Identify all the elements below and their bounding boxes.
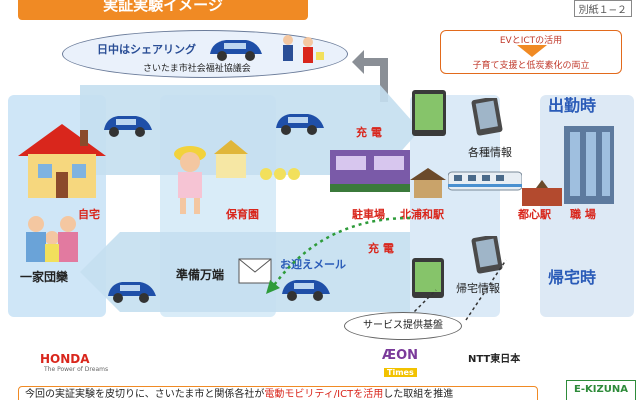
e-kizuna-logo: E-KIZUNA: [566, 380, 636, 400]
house-icon: [18, 124, 106, 198]
phone-screen-icon: [412, 90, 446, 136]
ev-ict-box: EVとICTの活用 子育て支援と低炭素化の両立: [440, 30, 622, 74]
page-title: 実証実験イメージ: [18, 0, 308, 20]
sharing-cloud: 日中はシェアリング さいたま市社会福祉協議会: [62, 30, 348, 78]
sharing-title: 日中はシェアリング: [97, 43, 196, 56]
child-icon: [174, 146, 206, 214]
return-arrow-icon: [352, 50, 388, 102]
ev-car-icon: [276, 114, 324, 135]
nursery-label: 保育園: [226, 208, 259, 221]
footer-highlight: 電動モビリティ/ICTを活用: [264, 389, 384, 400]
family-icon: [26, 216, 78, 262]
ev-car-icon: [282, 280, 330, 301]
tokyo-station-icon: [522, 180, 562, 206]
pickup-mail-label: お迎えメール: [280, 258, 346, 271]
station-building-icon: [410, 168, 446, 198]
tablet-icon: [471, 98, 503, 136]
urawa-station-label: 北浦和駅: [400, 208, 444, 221]
train-icon: [448, 171, 522, 191]
parking-label: 駐車場: [352, 208, 385, 221]
honda-tagline: The Power of Dreams: [44, 366, 109, 373]
service-platform-cloud: サービス提供基盤: [344, 312, 462, 340]
down-arrow-icon: [517, 45, 547, 57]
data-flow-arrow: [266, 216, 411, 294]
ev-car-icon: [108, 282, 156, 303]
charge-label-top: 充 電: [356, 126, 382, 139]
aeon-store-icon: [330, 150, 410, 192]
mail-envelope-icon: [238, 258, 272, 284]
nursery-building-icon: [214, 140, 300, 180]
commute-label: 出勤時: [548, 96, 597, 115]
phone-screen-icon: [412, 258, 444, 298]
home-label: 自宅: [78, 208, 100, 221]
ev-car-icon: [104, 116, 152, 137]
annex-label: 別紙１−２: [573, 0, 632, 17]
ev-ict-goal: 子育て支援と低炭素化の両立: [472, 61, 590, 71]
return-label: 帰宅時: [548, 268, 597, 287]
times-logo: Times: [384, 368, 417, 377]
aeon-logo: ÆON: [382, 348, 419, 363]
ev-ict-title: EVとICTの活用: [499, 36, 563, 46]
family-label: 一家団欒: [20, 270, 69, 284]
tablet-icon: [471, 236, 503, 274]
info-label: 各種情報: [468, 146, 512, 159]
footer-text-b: した取組を推進: [383, 389, 454, 400]
charge-label-bottom: 充 電: [368, 242, 394, 255]
shared-car-icon: [210, 40, 262, 61]
city-station-label: 都心駅: [518, 208, 551, 221]
office-building-icon: [564, 126, 614, 204]
sharing-org: さいたま市社会福祉協議会: [143, 64, 251, 74]
ntt-logo: NTT東日本: [468, 354, 521, 365]
elderly-people-icon: [283, 35, 324, 63]
honda-logo: HONDA: [40, 352, 90, 366]
footer-text-a: 今回の実証実験を皮切りに、さいたま市と関係各社が: [25, 389, 265, 400]
return-info-label: 帰宅情報: [456, 282, 500, 295]
footer-bar: 今回の実証実験を皮切りに、さいたま市と関係各社が電動モビリティ/ICTを活用した…: [18, 386, 538, 400]
prep-label: 準備万端: [176, 268, 225, 282]
workplace-label: 職 場: [570, 208, 596, 221]
